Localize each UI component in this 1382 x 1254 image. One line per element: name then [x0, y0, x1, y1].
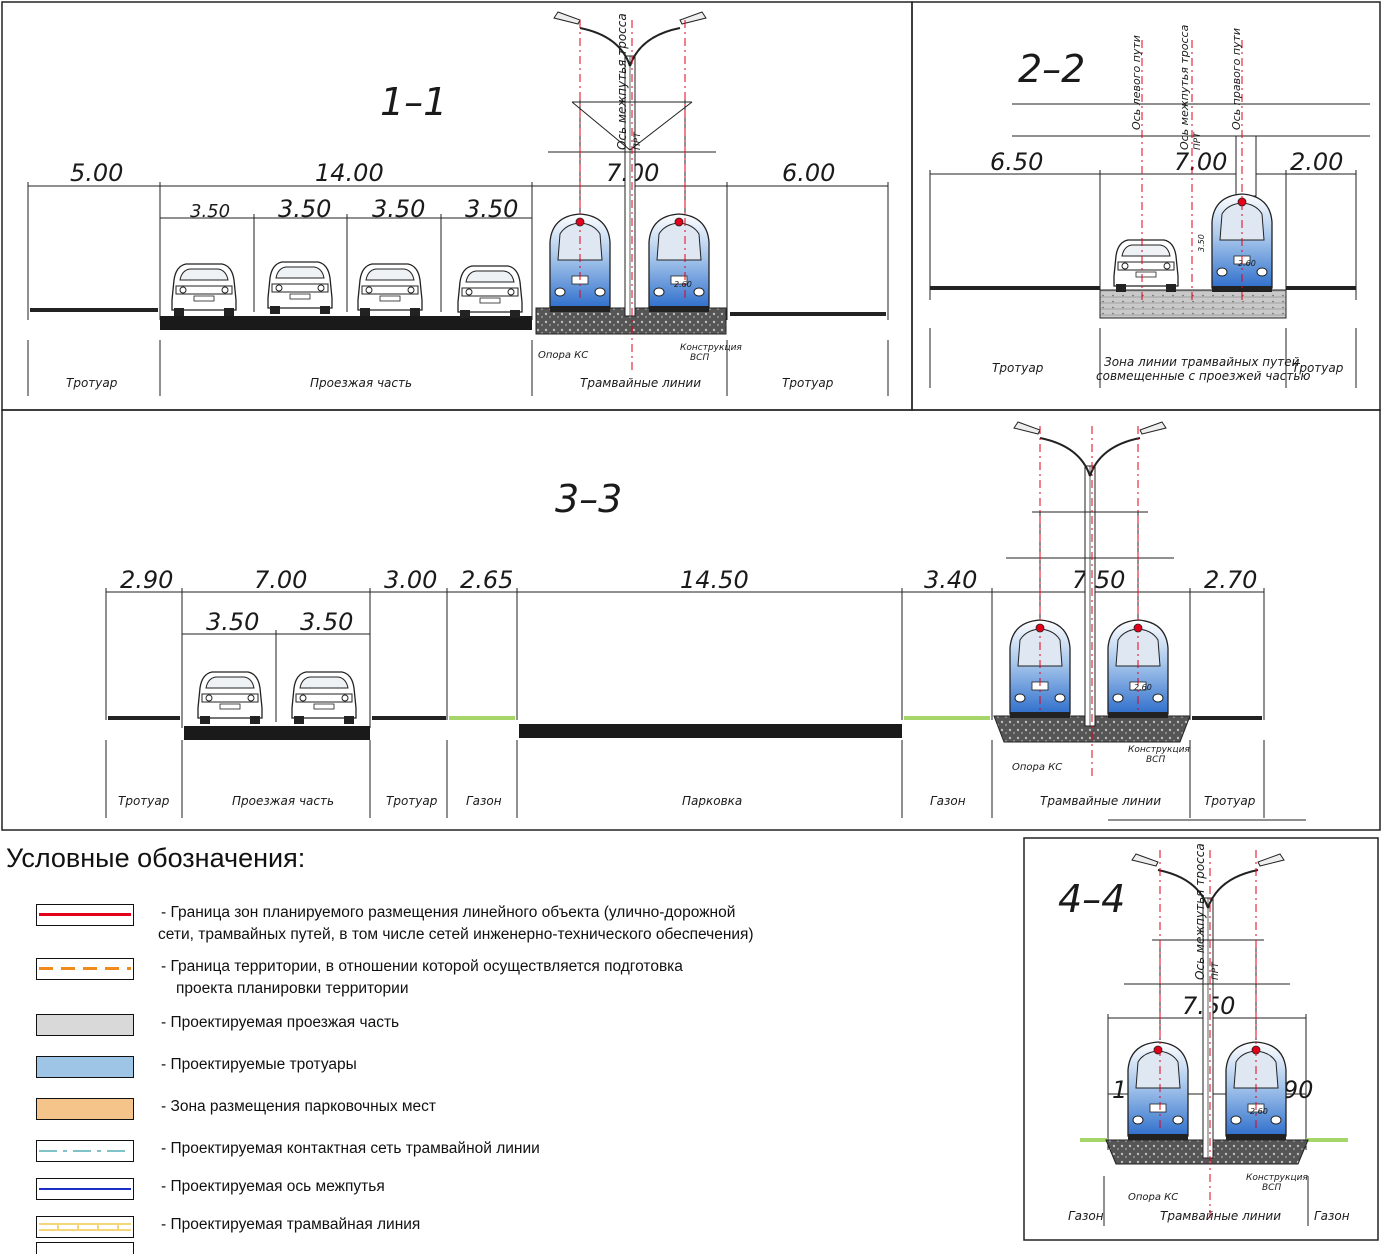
section-1: 1–1 5.00 14.00 7.00 6.00 3.50 3.50 3.50 …	[27, 11, 889, 396]
teal-dashdot-line-icon	[36, 1140, 134, 1162]
zone-2-tram-1: Зона линии трамвайных путей	[1104, 355, 1300, 369]
legend-text-3: - Проектируемая проезжая часть	[161, 1014, 400, 1031]
dim-3-lane-1: 3.50	[206, 608, 259, 636]
dim-3-roadway: 7.00	[254, 566, 307, 594]
legend-text-4: - Проектируемые тротуары	[161, 1056, 357, 1073]
construction-label-4b: ВСП	[1262, 1183, 1281, 1193]
zone-1-tram: Трамвайные линии	[580, 376, 701, 390]
legend-text-2a: - Граница территории, в отношении которо…	[161, 958, 683, 975]
axis-label-1b: ПРТ	[633, 131, 643, 150]
section-4-title: 4–4	[1058, 877, 1125, 921]
legend-text-1b: сети, трамвайных путей, в том числе сете…	[158, 926, 754, 943]
section-2-title: 2–2	[1018, 47, 1085, 91]
frame-section-4	[1023, 837, 1379, 1241]
zone-3-sidewalk-mid: Тротуар	[386, 794, 438, 808]
orange-fill-icon	[36, 1098, 134, 1120]
zone-4-lawn-right: Газон	[1314, 1209, 1350, 1223]
dim-1-lane-1: 3.50	[190, 201, 230, 222]
zone-4-lawn-left: Газон	[1068, 1209, 1104, 1223]
section-2: 2–2 6.50 7.00 2.00 Ось левого пути Ось м…	[929, 24, 1370, 388]
zone-4-tram: Трамвайные линии	[1160, 1209, 1281, 1223]
section-1-title: 1–1	[380, 80, 447, 124]
construction-label-3: Конструкция	[1128, 745, 1190, 755]
section-3: 3–3 2.90 7.00 3.00 2.65 14.50 3.40 7.50 …	[105, 421, 1265, 818]
zone-3-lawn-right: Газон	[930, 794, 966, 808]
frame-section-1	[1, 1, 913, 411]
dim-1-lane-3: 3.50	[372, 195, 425, 223]
zone-3-parking: Парковка	[682, 794, 742, 808]
dim-3-sidewalk-right: 2.70	[1204, 566, 1257, 594]
zone-2-tram-2: совмещенные с проезжей частью	[1096, 369, 1311, 383]
zone-3-roadway: Проезжая часть	[232, 794, 334, 808]
legend-text-8: - Проектируемая трамвайная линия	[161, 1216, 421, 1233]
yellow-rail-line-icon	[36, 1216, 134, 1238]
zone-1-sidewalk-right: Тротуар	[782, 376, 834, 390]
dim-1-roadway: 14.00	[315, 159, 384, 187]
grey-fill-icon	[36, 1014, 134, 1036]
tram-width-1: 2.60	[674, 280, 692, 289]
legend-text-5: - Зона размещения парковочных мест	[161, 1098, 437, 1115]
red-solid-line-icon	[36, 904, 134, 926]
tram-width-2: 2.60	[1238, 259, 1256, 268]
construction-label-1: Конструкция	[680, 343, 742, 353]
legend-text-7: - Проектируемая ось межпутья	[161, 1178, 385, 1195]
legend-text-6: - Проектируемая контактная сеть трамвайн…	[161, 1140, 540, 1157]
support-label-3: Опора КС	[1012, 762, 1062, 773]
zone-2-sidewalk-right: Тротуар	[1292, 361, 1344, 375]
dim-2-tram: 7.00	[1174, 148, 1227, 176]
dim-3-lawn-left: 2.65	[460, 566, 513, 594]
legend-text-2b: проекта планировки территории	[176, 980, 409, 997]
zone-3-tram: Трамвайные линии	[1040, 794, 1161, 808]
height-2: 3.50	[1197, 234, 1206, 252]
right-track-label: Ось правого пути	[1230, 28, 1243, 130]
partial-swatch-icon	[36, 1242, 134, 1254]
zone-1-sidewalk-left: Тротуар	[66, 376, 118, 390]
axis-label-4b: ПРТ	[1211, 961, 1221, 980]
frame-section-2	[911, 1, 1381, 411]
legend-text-1a: - Граница зон планируемого размещения ли…	[161, 904, 736, 921]
support-label-1: Опора КС	[538, 350, 588, 361]
zone-2-sidewalk-left: Тротуар	[992, 361, 1044, 375]
zone-1-roadway: Проезжая часть	[310, 376, 412, 390]
blue-solid-line-icon	[36, 1178, 134, 1200]
legend-title: Условные обозначения:	[6, 843, 306, 873]
section-4: 4–4	[1058, 819, 1350, 1226]
left-track-label: Ось левого пути	[1130, 35, 1143, 130]
construction-label-1b: ВСП	[690, 353, 709, 363]
zone-3-sidewalk-left: Тротуар	[118, 794, 170, 808]
frame-section-3	[1, 409, 1381, 831]
dim-1-lane-2: 3.50	[278, 195, 331, 223]
dim-3-lane-2: 3.50	[300, 608, 353, 636]
dim-2-sidewalk-left: 6.50	[990, 148, 1043, 176]
dim-3-tram: 7.50	[1072, 566, 1125, 594]
dim-1-sidewalk-right: 6.00	[782, 159, 835, 187]
axis-label-1: Ось межпутья тросса	[615, 13, 629, 150]
dim-1-sidewalk-left: 5.00	[70, 159, 123, 187]
dim-3-parking: 14.50	[680, 566, 749, 594]
dim-2-sidewalk-right: 2.00	[1290, 148, 1343, 176]
construction-label-3b: ВСП	[1146, 755, 1165, 765]
blue-fill-icon	[36, 1056, 134, 1078]
dim-1-lane-4: 3.50	[465, 195, 518, 223]
axis-label-4: Ось межпутья тросса	[1193, 843, 1207, 980]
dim-3-sidewalk-mid: 3.00	[384, 566, 437, 594]
axis-label-2: Ось межпутья тросса	[1178, 24, 1191, 150]
support-label-4: Опора КС	[1128, 1192, 1178, 1203]
dim-3-lawn-right: 3.40	[924, 566, 977, 594]
tram-width-3: 2.60	[1134, 683, 1152, 692]
construction-label-4: Конструкция	[1246, 1173, 1308, 1183]
dim-3-sidewalk-left: 2.90	[120, 566, 173, 594]
zone-3-sidewalk-right: Тротуар	[1204, 794, 1256, 808]
orange-dashed-line-icon	[36, 958, 134, 980]
axis-label-2b: ПРТ	[1193, 131, 1203, 150]
zone-3-lawn-left: Газон	[466, 794, 502, 808]
tram-width-4: 2.60	[1250, 1107, 1268, 1116]
section-3-title: 3–3	[555, 477, 622, 521]
